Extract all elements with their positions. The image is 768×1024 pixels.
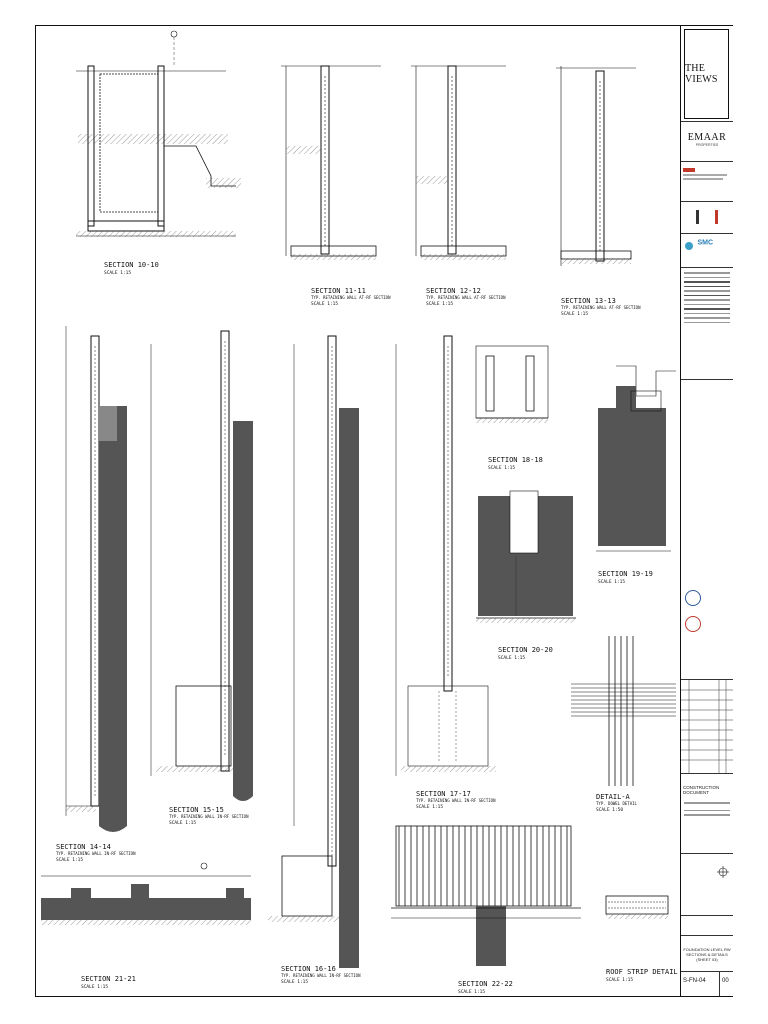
section-15-subtitle: TYP. RETAINING WALL IN-RF SECTION	[169, 814, 249, 819]
section-11-subtitle: TYP. RETAINING WALL AT-RF SECTION	[311, 295, 391, 300]
drawing-title: FOUNDATION LEVEL RW SECTIONS & DETAILS (…	[683, 947, 731, 962]
architect-text-line	[683, 174, 727, 176]
section-12-title: SECTION 12-12	[426, 287, 481, 295]
smc-logo-icon	[685, 241, 693, 250]
consultant-logo	[696, 210, 718, 224]
section-16-subtitle: TYP. RETAINING WALL IN-RF SECTION	[281, 973, 361, 978]
drawing-area: SECTION 10-10 SCALE 1:15 SECTION 11-11 T…	[41, 30, 678, 995]
section-14-subtitle: TYP. RETAINING WALL IN-RF SECTION	[56, 851, 136, 856]
drawing-title-cell: FOUNDATION LEVEL RW SECTIONS & DETAILS (…	[681, 936, 733, 972]
project-logo: THE VIEWS	[684, 29, 729, 119]
section-11-title: SECTION 11-11	[311, 287, 366, 295]
section-17-17-drawing	[395, 335, 496, 776]
section-12-subtitle: TYP. RETAINING WALL AT-RF SECTION	[426, 295, 506, 300]
drawing-number-cell: S-FN-04 00	[681, 972, 733, 996]
section-21-21-drawing	[41, 862, 251, 925]
blank-cell	[681, 380, 733, 580]
section-14-title: SECTION 14-14	[56, 843, 111, 851]
architect-cell	[681, 162, 733, 202]
section-14-scale: SCALE 1:15	[56, 857, 83, 863]
section-12-scale: SCALE 1:15	[426, 301, 453, 307]
north-arrow-cell	[681, 854, 733, 916]
section-10-title: SECTION 10-10	[104, 261, 159, 269]
architect-logo	[683, 168, 695, 172]
section-13-subtitle: TYP. RETAINING WALL AT-RF SECTION	[561, 305, 641, 310]
section-22-scale: SCALE 1:15	[458, 989, 485, 995]
section-18-scale: SCALE 1:15	[488, 465, 515, 471]
section-21-title: SECTION 21-21	[81, 975, 136, 983]
drawing-sheet: SECTION 10-10 SCALE 1:15 SECTION 11-11 T…	[35, 25, 733, 997]
section-10-scale: SCALE 1:15	[104, 270, 131, 276]
revision-number: 00	[722, 978, 729, 984]
section-18-title: SECTION 18-18	[488, 456, 543, 464]
section-10-10-drawing	[76, 30, 241, 237]
north-arrow-icon	[717, 866, 729, 878]
detail-a-scale: SCALE 1:50	[596, 807, 623, 813]
status-cell: CONSTRUCTION DOCUMENT	[681, 774, 733, 854]
structural-consultant-cell	[681, 202, 733, 234]
section-11-scale: SCALE 1:15	[311, 301, 338, 307]
section-18-18-drawing	[475, 345, 549, 423]
section-20-20-drawing	[476, 490, 576, 623]
roof-strip-scale: SCALE 1:15	[606, 977, 633, 983]
authority-stamp-icon	[685, 590, 701, 606]
section-19-scale: SCALE 1:15	[598, 579, 625, 585]
client-subtitle: PROPERTIES	[695, 143, 719, 147]
section-14-14-drawing	[65, 326, 127, 832]
detail-a-drawing	[571, 636, 676, 786]
signatures-cell	[681, 916, 733, 936]
smc-cell: SMC	[681, 234, 733, 268]
section-17-scale: SCALE 1:15	[416, 804, 443, 810]
section-20-title: SECTION 20-20	[498, 646, 553, 654]
client-logo: EMAAR	[687, 132, 727, 143]
section-15-title: SECTION 15-15	[169, 806, 224, 814]
revision-grid	[681, 680, 733, 773]
section-15-15-drawing	[150, 330, 253, 801]
section-13-scale: SCALE 1:15	[561, 311, 588, 317]
section-21-scale: SCALE 1:15	[81, 984, 108, 990]
section-17-title: SECTION 17-17	[416, 790, 471, 798]
section-16-title: SECTION 16-16	[281, 965, 336, 973]
section-13-title: SECTION 13-13	[561, 297, 616, 305]
section-22-22-drawing	[391, 825, 581, 966]
section-22-title: SECTION 22-22	[458, 980, 513, 988]
title-block: THE VIEWS EMAAR PROPERTIES SMC	[680, 26, 733, 996]
detail-a-subtitle: TYP. DOWEL DETAIL	[596, 801, 638, 806]
roof-strip-title: ROOF STRIP DETAIL	[606, 968, 678, 976]
section-19-19-drawing	[596, 365, 676, 552]
section-16-16-drawing	[268, 335, 359, 968]
section-13-13-drawing	[556, 66, 636, 266]
revision-table	[681, 680, 733, 774]
document-status: CONSTRUCTION DOCUMENT	[683, 785, 720, 795]
section-15-scale: SCALE 1:15	[169, 820, 196, 826]
section-12-12-drawing	[411, 65, 507, 260]
notes-cell	[681, 268, 733, 380]
section-17-subtitle: TYP. RETAINING WALL IN-RF SECTION	[416, 798, 496, 803]
drawing-number: S-FN-04	[683, 978, 706, 984]
section-11-11-drawing	[281, 65, 381, 260]
section-16-scale: SCALE 1:15	[281, 979, 308, 985]
section-20-scale: SCALE 1:15	[498, 655, 525, 661]
approval-stamp-icon	[685, 616, 701, 632]
stamps-cell	[681, 580, 733, 680]
client-cell: EMAAR PROPERTIES	[681, 122, 733, 162]
section-19-title: SECTION 19-19	[598, 570, 653, 578]
detail-a-title: DETAIL-A	[596, 793, 631, 801]
project-logo-cell: THE VIEWS	[681, 26, 733, 122]
roof-strip-drawing	[605, 895, 669, 919]
smc-logo-text: SMC	[697, 239, 714, 247]
architect-text-line	[683, 178, 723, 180]
